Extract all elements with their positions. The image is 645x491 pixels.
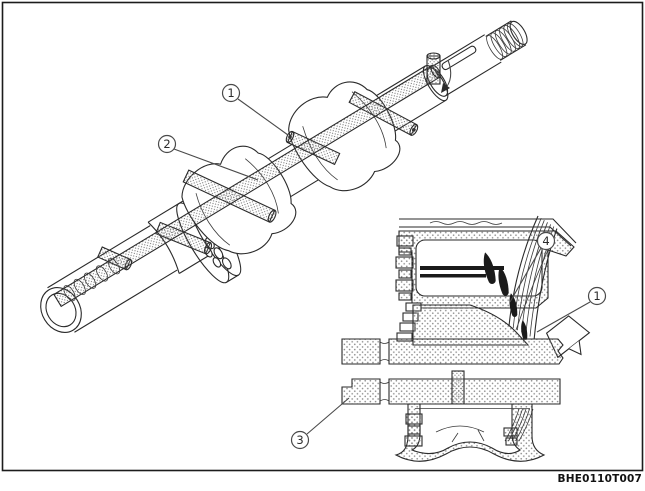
figure-id-label: BHE0110T007 (558, 473, 642, 485)
oil-droplet (521, 320, 528, 340)
callout-3-inset: 3 (290, 397, 350, 450)
lobe-surface-curve (195, 193, 231, 246)
callout-1-inset: 1 (536, 286, 607, 333)
bearing-shell-lines (420, 266, 504, 278)
connecting-rod-big-end-section (394, 403, 546, 462)
callout-number: 1 (593, 289, 600, 303)
callout-circle (536, 231, 556, 251)
drilling-center-dot (288, 135, 292, 139)
lobe-surface-curve (245, 158, 279, 214)
rear-oil-gallery-rings (63, 258, 121, 302)
rod-cap-hatch-band (504, 408, 534, 442)
leader-line (173, 148, 259, 181)
callout-number: 4 (542, 234, 549, 248)
callout-circle (221, 83, 241, 103)
callout-4-inset: 4 (509, 231, 556, 303)
vertical-oil-passage-stub (426, 52, 441, 85)
callout-circle (157, 134, 177, 154)
crank-cheek-upper-section (341, 338, 564, 365)
callout-1-main: 1 (221, 83, 289, 136)
leader-line (536, 301, 591, 333)
rear-pilot-cylinder (40, 203, 211, 333)
callout-number: 2 (163, 137, 170, 151)
flange-bolt-hole (213, 247, 224, 260)
callout-number: 3 (296, 433, 303, 447)
oil-droplet (483, 252, 496, 285)
oil-flow-arrow (441, 59, 452, 93)
flange-bolt-hole (212, 257, 222, 268)
crank-cheek-lower-section (341, 370, 561, 405)
thread-arcs (486, 23, 524, 60)
oil-passage-plug (451, 370, 465, 405)
flange-bolt-hole (221, 257, 232, 270)
callouts: 1 2 4 1 3 (157, 83, 607, 450)
leader-line (509, 247, 542, 303)
callout-2-main: 2 (157, 134, 259, 181)
crankshaft-main-view (40, 20, 528, 333)
lobe-surface-curve (302, 126, 338, 181)
bolt-stack (395, 235, 414, 301)
rod-surface-curves (435, 425, 485, 443)
oil-droplet (498, 266, 509, 296)
journal-cross-section-inset (341, 215, 591, 462)
drilling-center-dot (412, 128, 416, 132)
cylinder-wall-edge (515, 249, 549, 331)
callout-number: 1 (227, 86, 234, 100)
keyway-slot (441, 45, 477, 71)
leader-line (237, 98, 289, 136)
callout-circle (290, 430, 310, 450)
callout-circle (587, 286, 607, 306)
leader-line (306, 397, 350, 435)
